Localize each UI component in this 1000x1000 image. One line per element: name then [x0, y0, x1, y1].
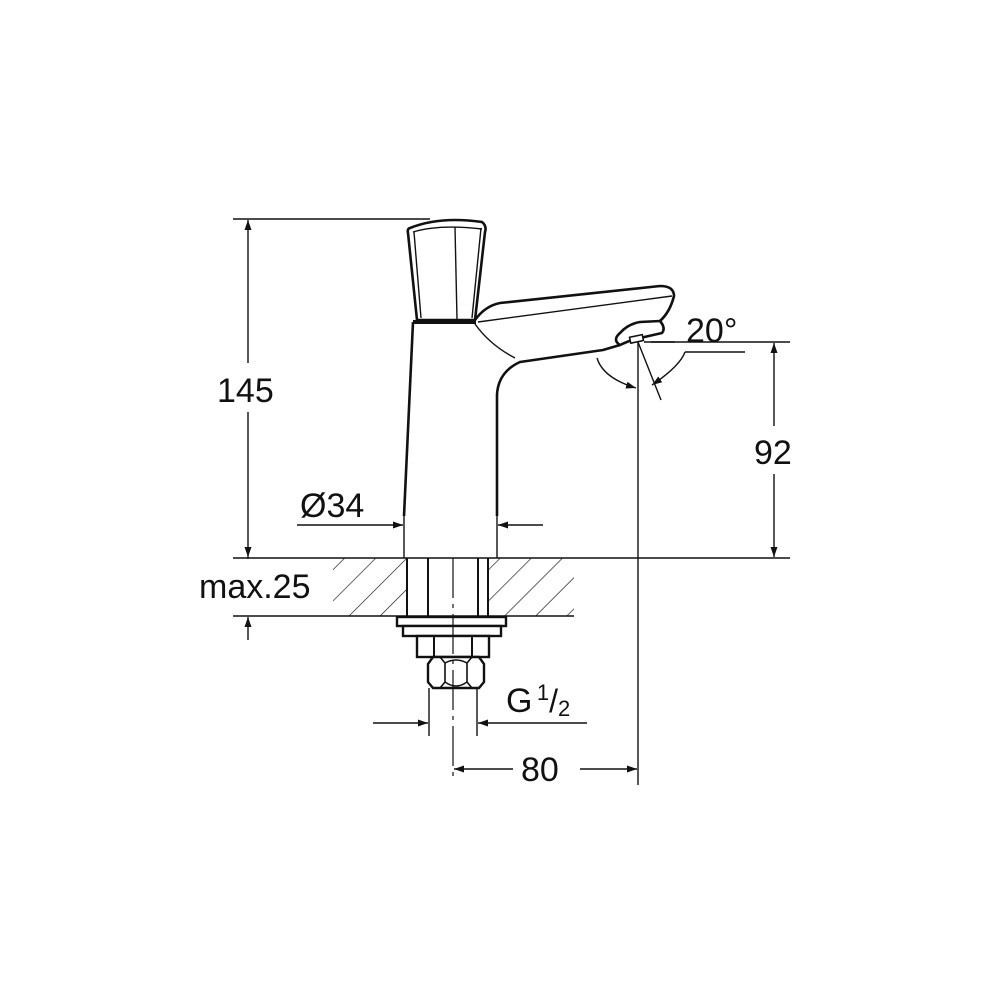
dimension-145 — [233, 218, 430, 557]
deck-section — [233, 557, 790, 617]
dimension-80 — [454, 342, 639, 785]
thread-prefix: G — [506, 682, 533, 720]
label-spout-projection: 80 — [521, 751, 559, 789]
label-outlet-angle: 20° — [686, 312, 738, 350]
label-spout-height: 92 — [754, 434, 792, 472]
thread-denominator: 2 — [558, 696, 571, 721]
push-button-handle — [406, 218, 487, 322]
label-total-height: 145 — [217, 372, 274, 410]
thread-numerator: 1 — [536, 680, 550, 705]
dimension-diameter-34 — [297, 511, 543, 558]
label-max-deck-thickness: max.25 — [199, 568, 311, 606]
faucet-body — [402, 284, 676, 517]
label-body-diameter: Ø34 — [300, 487, 365, 525]
angle-20-degrees — [596, 341, 745, 401]
mounting-shank — [395, 558, 508, 690]
thread-slash: / — [549, 683, 559, 719]
dimension-thread-g-half — [373, 688, 587, 736]
label-connection-thread: G 1/2 — [506, 682, 571, 721]
